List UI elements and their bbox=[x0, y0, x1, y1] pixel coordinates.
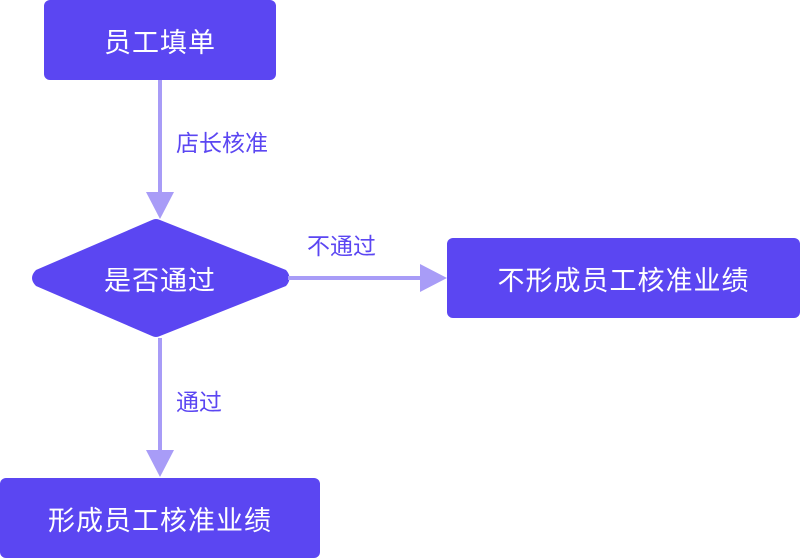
node-fail-result-label: 不形成员工核准业绩 bbox=[497, 265, 750, 297]
edge-label-manager-approve: 店长核准 bbox=[176, 131, 268, 157]
edge-label-pass: 通过 bbox=[176, 390, 222, 416]
node-pass-result: 形成员工核准业绩 bbox=[0, 478, 320, 558]
node-decision-label: 是否通过 bbox=[104, 265, 216, 297]
arrowhead-decision-to-pass bbox=[146, 450, 174, 477]
arrowhead-start-to-decision bbox=[146, 192, 174, 219]
node-decision: 是否通过 bbox=[30, 220, 290, 336]
node-employee-fill-form-label: 员工填单 bbox=[104, 27, 216, 59]
arrowhead-decision-to-fail bbox=[420, 264, 447, 292]
node-fail-result: 不形成员工核准业绩 bbox=[447, 238, 800, 318]
node-employee-fill-form: 员工填单 bbox=[44, 0, 276, 80]
edge-label-no-pass: 不通过 bbox=[307, 234, 376, 260]
decision-diamond bbox=[32, 219, 290, 337]
node-pass-result-label: 形成员工核准业绩 bbox=[48, 505, 272, 537]
